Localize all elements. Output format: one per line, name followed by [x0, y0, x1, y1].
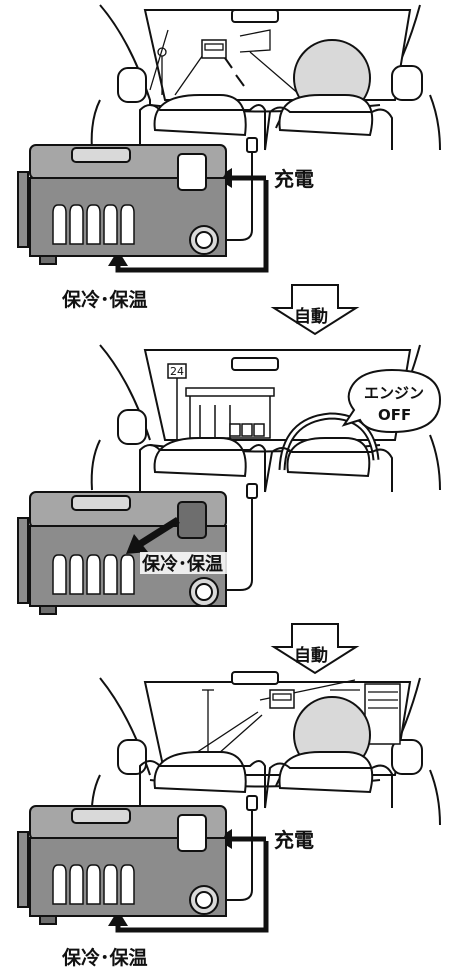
cool-warm-label-1: 保冷･保温 — [61, 288, 148, 311]
power-cable-2 — [218, 483, 258, 591]
seats-1 — [139, 94, 393, 151]
rearview-mirror-2 — [231, 357, 279, 371]
panel-3: 充電 保冷･保温 — [17, 671, 441, 969]
auto-transition-arrow-1: 自動 — [270, 284, 360, 336]
auto-label-2: 自動 — [294, 645, 328, 666]
road-sign-2: 24 — [167, 363, 187, 440]
convenience-store-2 — [185, 387, 275, 439]
power-cable-1 — [218, 137, 258, 241]
engine-off-line1: エンジン — [364, 384, 424, 402]
auto-transition-arrow-2: 自動 — [270, 623, 360, 675]
cool-warm-arrow-3 — [108, 841, 269, 933]
road-scene-3 — [169, 679, 401, 771]
speech-bubble-2: エンジン OFF — [341, 368, 442, 434]
cool-warm-label-2: 保冷･保温 — [141, 553, 223, 575]
panel-1: 充電 保冷･保温 — [17, 4, 441, 311]
cooler-3 — [17, 805, 227, 925]
auto-label-1: 自動 — [294, 306, 328, 327]
panel-2: 24 エンジン OFF — [17, 344, 442, 615]
charge-label-1: 充電 — [274, 167, 314, 191]
seats-2 — [139, 437, 393, 493]
road-scene-1 — [149, 29, 301, 96]
sign-number-2: 24 — [170, 365, 184, 378]
battery-arrow-2 — [126, 517, 180, 554]
power-cable-3 — [218, 795, 258, 901]
rearview-mirror-3 — [231, 671, 279, 685]
cooler-1 — [17, 144, 227, 265]
cool-warm-arrow-1 — [108, 180, 269, 273]
charge-label-3: 充電 — [274, 828, 314, 852]
cool-warm-label-3: 保冷･保温 — [61, 946, 148, 969]
engine-off-line2: OFF — [378, 406, 411, 424]
seats-3 — [139, 751, 393, 809]
rearview-mirror-1 — [231, 9, 279, 23]
